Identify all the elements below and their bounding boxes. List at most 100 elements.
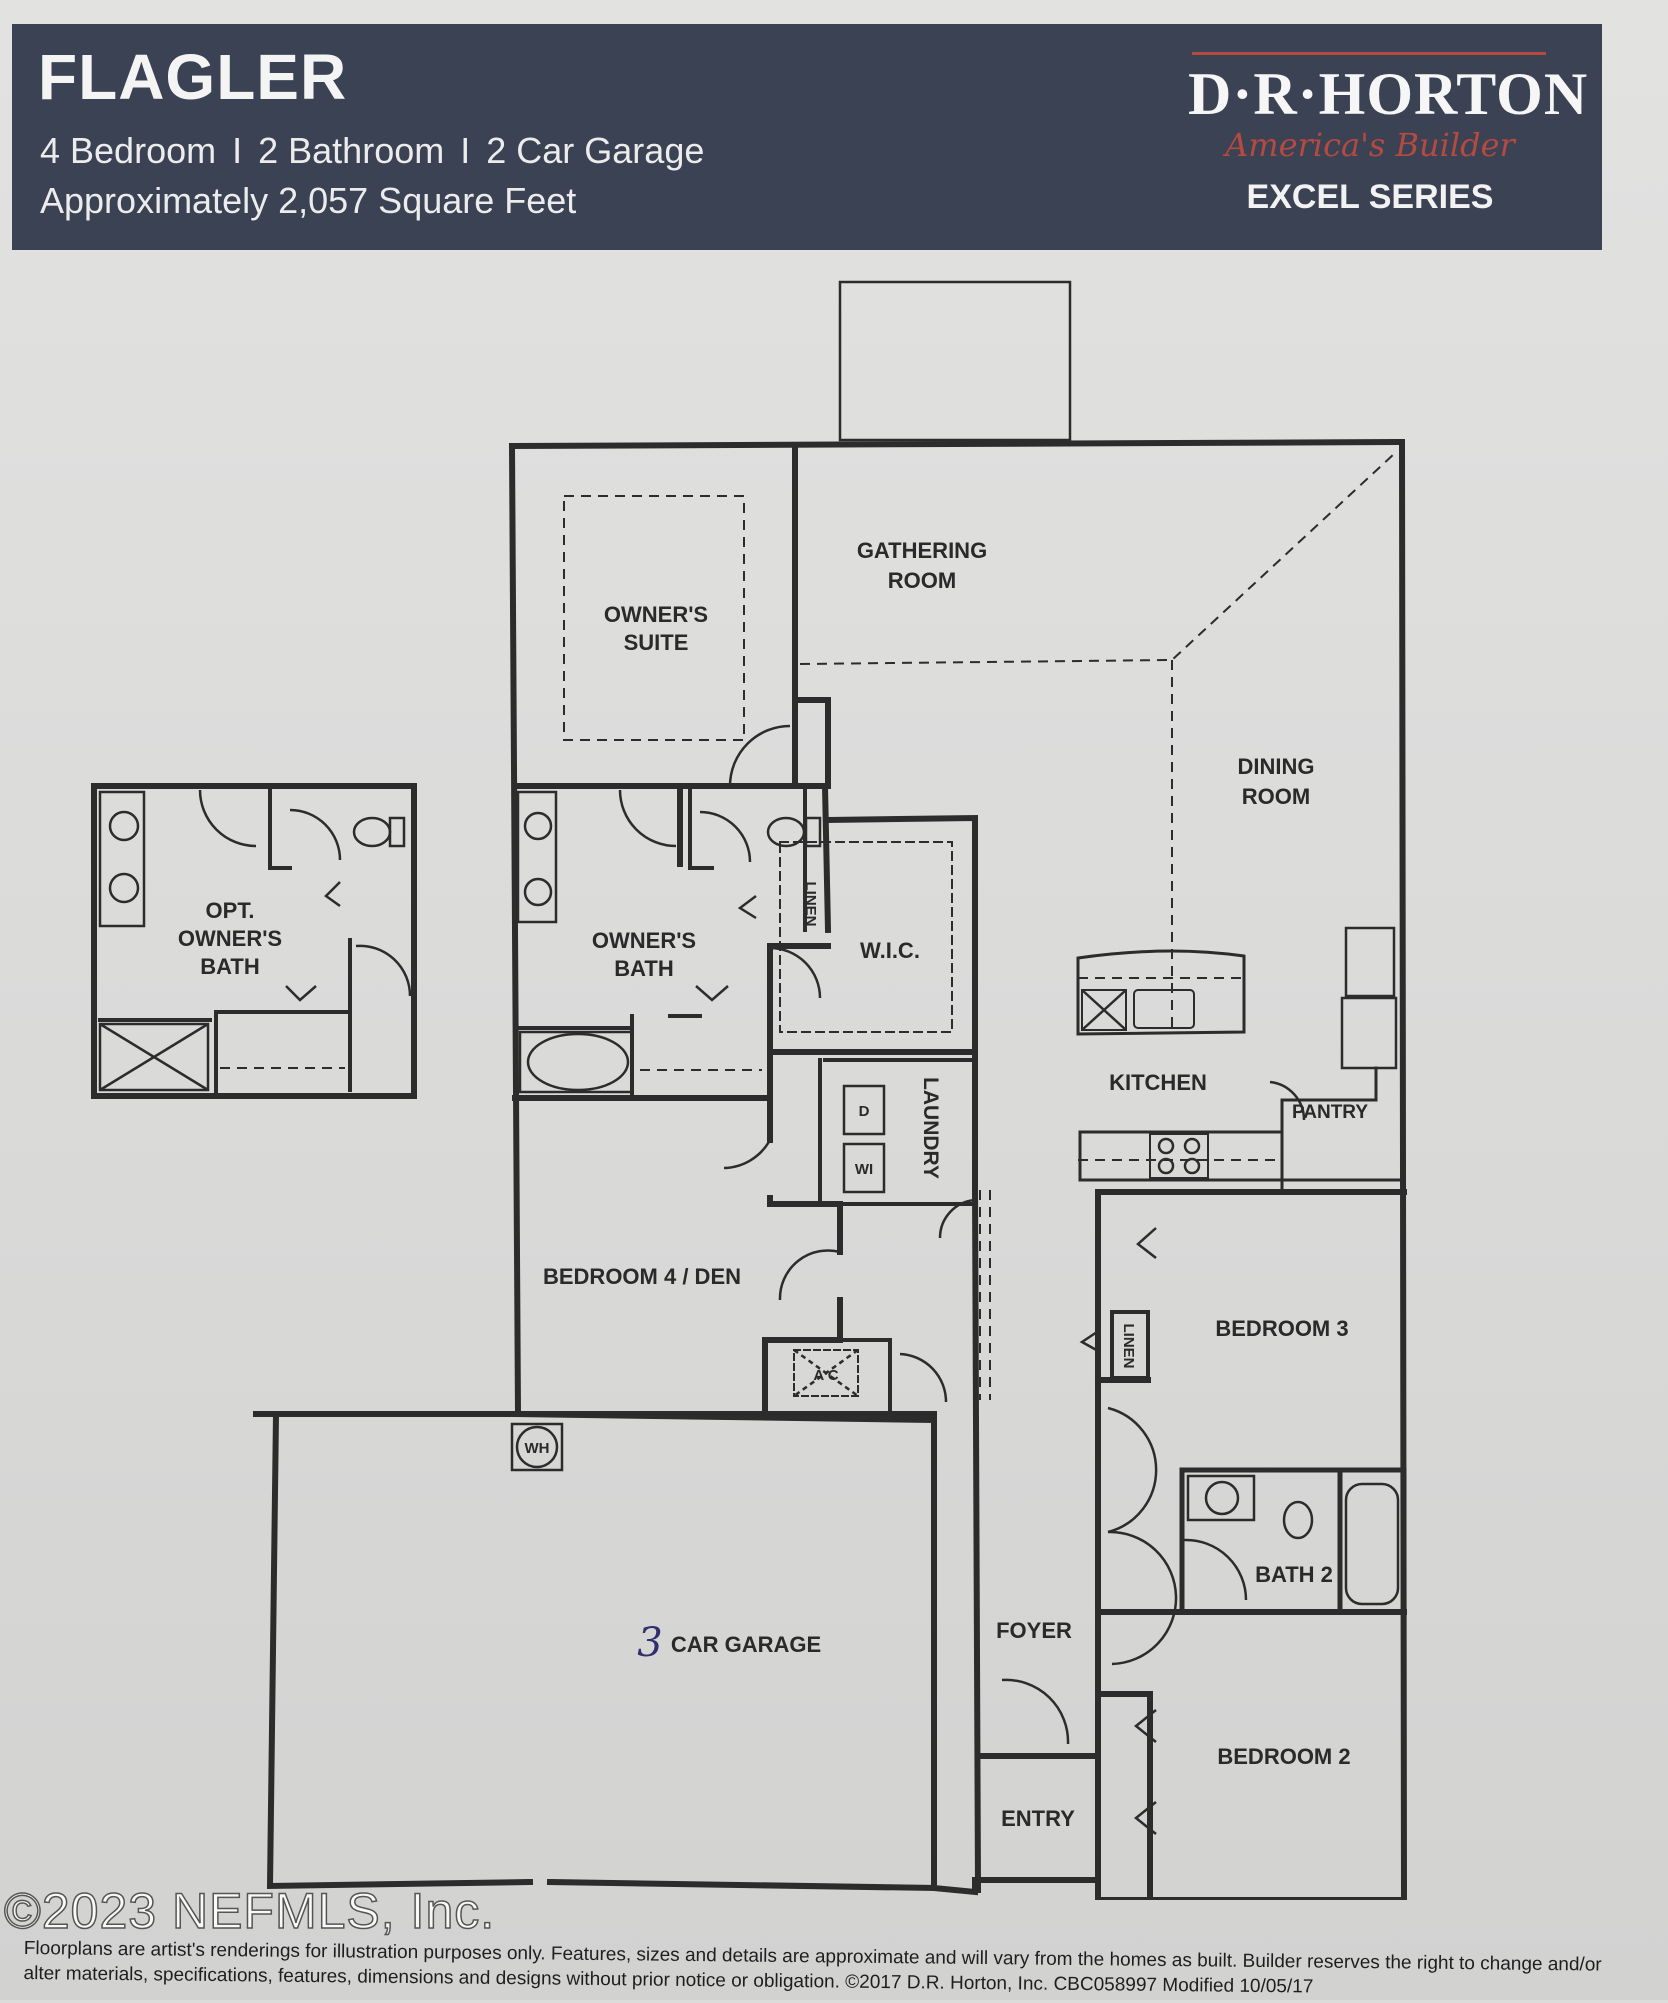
fridge-space (1344, 926, 1396, 998)
label-bedroom-2: BEDROOM 2 (1217, 1744, 1350, 1769)
door-swing (1107, 1406, 1158, 1534)
door-swing (289, 808, 342, 861)
island-x-icon (1081, 989, 1127, 1031)
ac-closet (763, 1338, 892, 1416)
door-swing (355, 944, 412, 997)
laundry-walls (818, 1058, 977, 1206)
island-sink (1133, 989, 1195, 1029)
spec-separator: I (460, 130, 471, 171)
sink-icon (108, 872, 140, 904)
fridge-cabinet (1340, 996, 1398, 1070)
toilet-closet-walls (688, 784, 807, 932)
lav-vanity (1186, 1474, 1256, 1522)
garage-walls (253, 1410, 938, 1892)
burner-icon (1183, 1137, 1201, 1155)
washer (842, 1142, 886, 1194)
label-gathering-room-1: GATHERING (857, 538, 987, 563)
door-swing (938, 1198, 976, 1239)
wh-icon (515, 1425, 559, 1469)
label-entry: ENTRY (1001, 1806, 1075, 1831)
door-swing (778, 1249, 841, 1301)
bifold-door (285, 985, 729, 1002)
burner-icon (1157, 1137, 1175, 1155)
label-linen: LINEN (802, 882, 819, 927)
door-swing (618, 789, 677, 848)
bath-2-walls (1179, 1467, 1407, 1615)
label-laundry: LAUNDRY (919, 1077, 942, 1179)
toilet-icon (352, 816, 392, 848)
label-bath-2: BATH 2 (1255, 1562, 1333, 1587)
label-wic: W.I.C. (860, 938, 920, 963)
sink-icon (523, 877, 553, 907)
label-gathering-room-2: ROOM (888, 568, 956, 593)
label-kitchen: KITCHEN (1109, 1070, 1207, 1095)
label-dining-room-2: ROOM (1242, 784, 1310, 809)
tub (518, 1030, 634, 1094)
linen-closet-2 (1110, 1310, 1150, 1380)
tub-icon (526, 1032, 630, 1092)
door-swing (1107, 1530, 1178, 1666)
plan-square-feet: Approximately 2,057 Square Feet (40, 180, 577, 221)
label-garage-number: 3 (637, 1620, 662, 1666)
door-swing (1001, 1678, 1070, 1745)
floor-plan-diagram: GATHERING ROOM OWNER'S SUITE DINING ROOM… (91, 280, 1408, 1900)
sink-icon (523, 811, 553, 841)
label-opt-owners-bath-3: BATH (200, 954, 259, 979)
label-owners-suite-2: SUITE (624, 630, 689, 655)
opt-shower (98, 1022, 210, 1092)
label-garage: CAR GARAGE (671, 1632, 821, 1657)
spec-separator: I (232, 130, 243, 171)
label-owners-bath-1: OWNER'S (592, 928, 696, 953)
label-dining-room-1: DINING (1238, 754, 1315, 779)
label-linen-2: LINEN (1120, 1324, 1137, 1369)
label-pantry: PANTRY (1292, 1102, 1368, 1123)
label-wh: WH (525, 1440, 550, 1457)
label-washer: WI (855, 1161, 873, 1178)
spec-bathrooms: 2 Bathroom (258, 130, 445, 171)
range-cooktop (1149, 1133, 1209, 1179)
series-label: EXCEL SERIES (1246, 178, 1494, 216)
copyright-watermark: ©2023 NEFMLS, Inc. (3, 1882, 496, 1940)
spec-bedrooms: 4 Bedroom (40, 130, 217, 171)
label-dryer: D (859, 1103, 870, 1120)
door-swing (1183, 1538, 1248, 1601)
door-swing (899, 1352, 948, 1403)
label-opt-owners-bath-1: OPT. (206, 898, 255, 923)
toilet-tank (804, 816, 822, 848)
door-swing (198, 789, 257, 848)
sink-icon (108, 810, 140, 842)
dryer (842, 1084, 886, 1136)
lav-sink-icon (1204, 1480, 1240, 1516)
door-swing (723, 1139, 772, 1170)
wic-shelving (779, 841, 953, 1033)
owners-suite-tray-ceiling (563, 495, 745, 741)
brand-logo: D·R·HORTON (1188, 61, 1589, 127)
label-owners-bath-2: BATH (614, 956, 673, 981)
opt-double-vanity (98, 790, 146, 928)
toilet-icon (766, 816, 806, 848)
burner-icon (1183, 1157, 1201, 1175)
label-foyer: FOYER (996, 1618, 1072, 1643)
door-swing (1269, 1080, 1306, 1121)
spec-garage: 2 Car Garage (486, 130, 705, 171)
door-swing (769, 946, 822, 999)
kitchen-counter (1078, 1130, 1284, 1182)
brand-tagline: America's Builder (1225, 126, 1515, 164)
pantry-walls (1280, 1066, 1406, 1190)
burner-icon (1157, 1157, 1175, 1175)
bedroom-3-walls (1095, 1189, 1407, 1383)
double-vanity (516, 790, 558, 924)
wic-walls (767, 814, 978, 1191)
toilet-icon (1282, 1500, 1314, 1540)
island-dishwasher (1081, 989, 1127, 1031)
plan-title: FLAGLER (38, 41, 348, 113)
opt-bath-walls (98, 788, 352, 1098)
label-opt-owners-bath-2: OWNER'S (178, 926, 282, 951)
toilet-tank (388, 816, 406, 848)
brand-rule (1192, 52, 1546, 55)
ac-unit (793, 1349, 859, 1397)
bath-2-tub (1344, 1482, 1400, 1606)
plan-specs: 4 Bedroom I 2 Bathroom I 2 Car Garage (40, 130, 704, 172)
label-bedroom-3: BEDROOM 3 (1215, 1316, 1348, 1341)
